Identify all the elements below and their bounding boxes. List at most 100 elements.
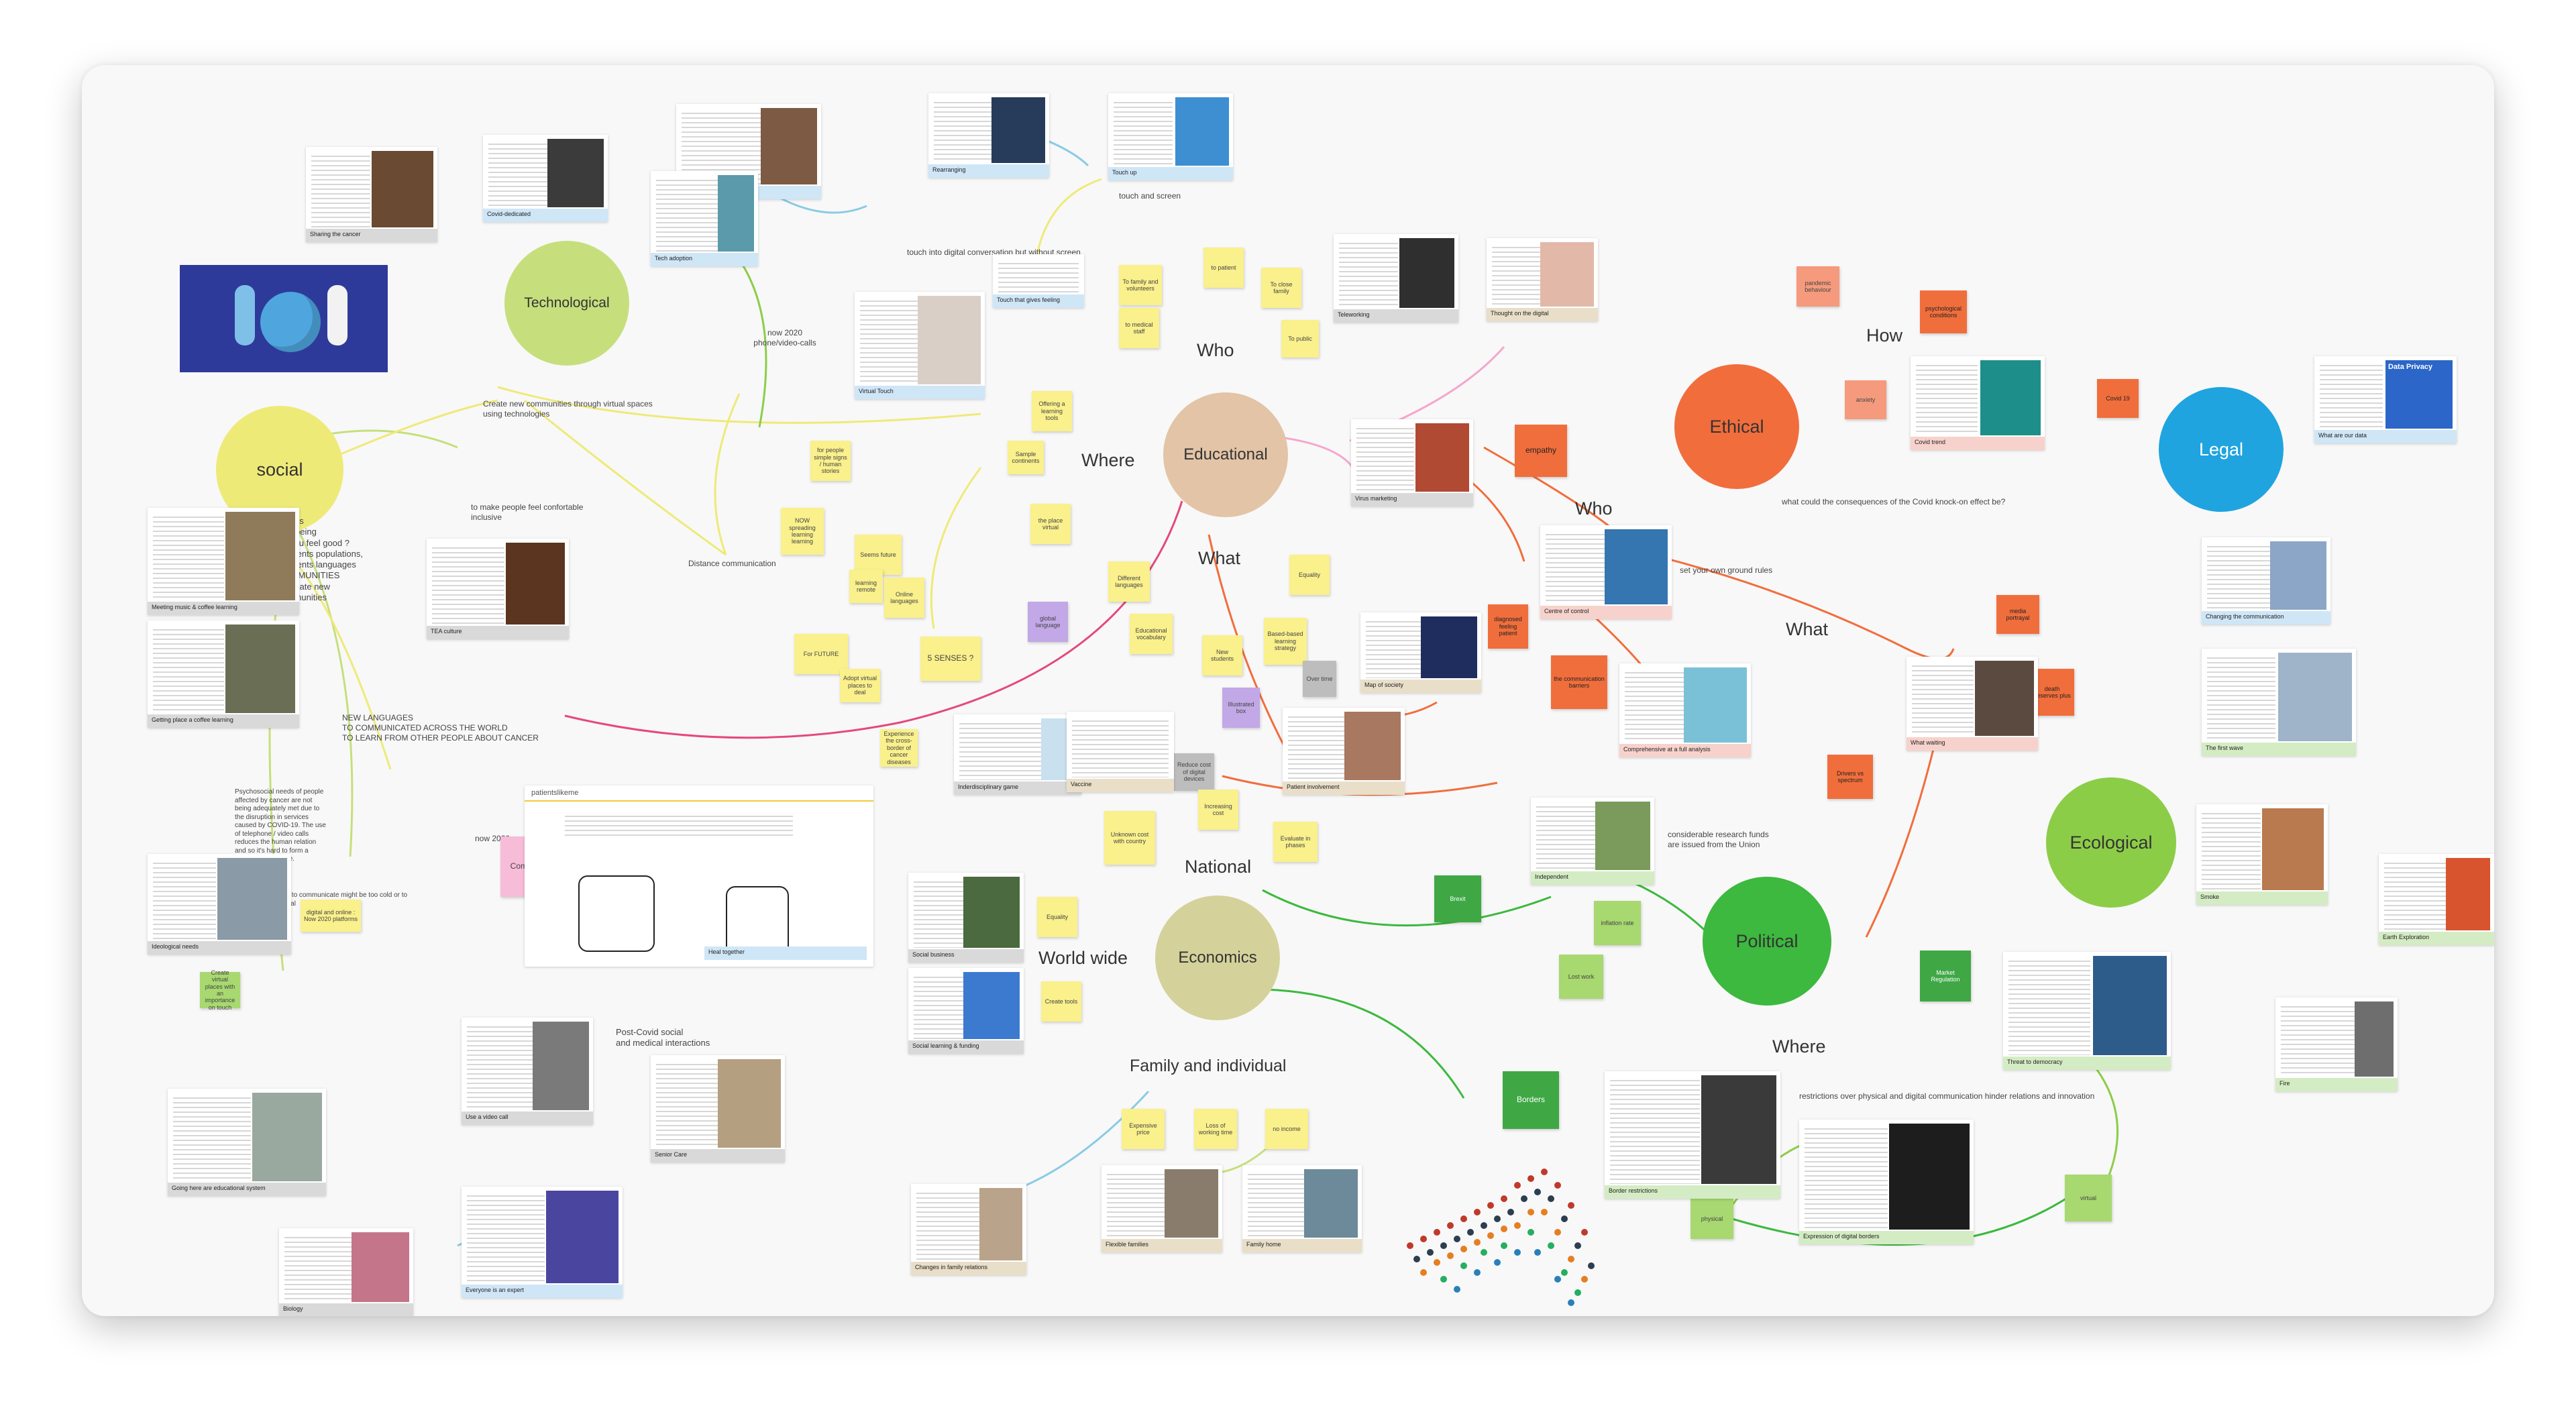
sticky-virtual-place[interactable]: the place virtual <box>1030 504 1071 544</box>
economics-node[interactable]: Economics <box>1155 896 1280 1020</box>
card-coffee-learning[interactable]: Getting place a coffee learning <box>148 620 299 728</box>
sticky-no-income[interactable]: no income <box>1265 1109 1308 1149</box>
card-blogs[interactable]: Thought on the digital <box>1487 238 1598 321</box>
sticky-offering[interactable]: Offering a learning tools <box>1032 391 1072 431</box>
card-vaccine[interactable]: Vaccine <box>1067 712 1174 792</box>
sticky-based-development[interactable]: Based-based learning strategy <box>1264 618 1307 665</box>
sticky-virtual[interactable]: virtual <box>2065 1175 2112 1222</box>
card-social-learning[interactable]: Social learning & funding <box>908 968 1024 1054</box>
sticky-experience[interactable]: Experience the cross-border of cancer di… <box>880 729 918 767</box>
card-comprehensive[interactable]: Comprehensive at a full analysis <box>1619 663 1751 757</box>
card-tech-adoption[interactable]: Tech adoption <box>651 171 758 266</box>
legal-node[interactable]: Legal <box>2159 387 2284 512</box>
sticky-expensive[interactable]: Expensive price <box>1122 1109 1165 1149</box>
sticky-evaluate[interactable]: Evaluate in phases <box>1273 822 1318 862</box>
sticky-digital-online[interactable]: digital and online : Now 2020 platforms <box>301 900 361 932</box>
card-hospital-new[interactable]: The first wave <box>2202 649 2356 756</box>
sticky-to-medical[interactable]: to medical staff <box>1119 308 1159 348</box>
card-haptic[interactable]: Touch that gives feeling <box>993 254 1084 308</box>
sticky-5-senses[interactable]: 5 SENSES ? <box>920 637 981 681</box>
sticky-create-tools[interactable]: Create tools <box>1041 981 1081 1022</box>
sticky-lost-work[interactable]: Lost work <box>1559 955 1603 999</box>
card-flex-family[interactable]: Flexible families <box>1102 1165 1222 1252</box>
card-tablet[interactable]: Use a video call <box>462 1018 593 1125</box>
card-threat-democracy[interactable]: Threat to democracy <box>2003 952 2171 1070</box>
sticky-adopt[interactable]: Adopt virtual places to deal <box>840 669 880 702</box>
card-independent[interactable]: Independent <box>1531 798 1654 885</box>
sticky-future-new[interactable]: for people simple signs / human stories <box>810 441 851 481</box>
sticky-drivers[interactable]: Drivers vs spectrum <box>1827 755 1873 799</box>
card-teleworking[interactable]: Teleworking <box>1334 234 1458 323</box>
sticky-increasing-cost[interactable]: Increasing cost <box>1198 790 1238 830</box>
card-biology[interactable]: Biology <box>279 1228 413 1316</box>
card-centre-control[interactable]: Centre of control <box>1540 525 1672 619</box>
card-changes-family[interactable]: Changes in family relations <box>911 1184 1026 1275</box>
card-virtual-touch[interactable]: Virtual Touch <box>855 292 985 399</box>
card-fire[interactable]: Fire <box>2275 997 2398 1091</box>
card-smoke[interactable]: Smoke <box>2196 804 2328 905</box>
ethical-node[interactable]: Ethical <box>1674 364 1799 489</box>
sticky-equity[interactable]: Equality <box>1289 555 1330 595</box>
card-touch-up[interactable]: Touch up <box>1108 93 1233 180</box>
sticky-covid19[interactable]: Covid 19 <box>2097 379 2139 418</box>
card-sharing-cancer[interactable]: Sharing the cancer <box>306 147 437 242</box>
card-what-waiting[interactable]: What waiting <box>1907 657 2038 751</box>
sticky-communication-barriers[interactable]: the communication barriers <box>1551 655 1607 709</box>
card-senior[interactable]: Senior Care <box>651 1055 785 1162</box>
political-node[interactable]: Political <box>1703 877 1831 1006</box>
sticky-global-language[interactable]: global language <box>1028 602 1068 642</box>
sticky-psychological[interactable]: psychological conditions <box>1920 290 1967 333</box>
card-meeting-coffee[interactable]: Meeting music & coffee learning <box>148 508 299 615</box>
sticky-physical[interactable]: physical <box>1690 1199 1733 1239</box>
sticky-now-2020[interactable]: NOW spreading learning learning <box>781 508 824 555</box>
card-patients-hospital[interactable]: Patient involvement <box>1283 708 1405 795</box>
sticky-anxiety[interactable]: anxiety <box>1845 380 1886 419</box>
sticky-diagnosed[interactable]: diagnosed feeling patient <box>1488 604 1528 649</box>
sticky-to-patient[interactable]: to patient <box>1203 248 1244 288</box>
card-covid-dedicated[interactable]: Covid-dedicated <box>483 135 608 222</box>
sticky-loss-work[interactable]: Loss of working time <box>1194 1109 1237 1149</box>
sticky-for-future[interactable]: For FUTURE <box>794 634 848 674</box>
sticky-to-close-family[interactable]: To close family <box>1261 268 1301 308</box>
sticky-seems-future[interactable]: Seems future <box>855 535 902 575</box>
sticky-unknown-cost[interactable]: Unknown cost with country <box>1104 811 1155 865</box>
sticky-inflation[interactable]: inflation rate <box>1594 901 1641 945</box>
educational-node[interactable]: Educational <box>1163 392 1288 517</box>
card-patientslikeme[interactable]: patientslikeme Heal together <box>525 786 873 967</box>
sticky-create-virtual[interactable]: Create virtual places with an importance… <box>200 969 240 1011</box>
card-expression-digital[interactable]: Expression of digital borders <box>1799 1120 1974 1244</box>
card-ideological[interactable]: Ideological needs <box>148 854 291 955</box>
card-family-home[interactable]: Family home <box>1242 1165 1362 1252</box>
card-earth[interactable]: Earth Exploration <box>2379 854 2494 945</box>
sticky-market-regulation[interactable]: Market Regulation <box>1920 951 1971 1001</box>
card-everyone-expert[interactable]: Everyone is an expert <box>462 1187 623 1298</box>
sticky-educational-vocabulary[interactable]: Educational vocabulary <box>1130 614 1173 654</box>
card-border-restrictions[interactable]: Border restrictions <box>1605 1071 1780 1199</box>
sticky-to-public[interactable]: To public <box>1281 320 1319 358</box>
card-mapping[interactable]: Map of society <box>1360 612 1481 693</box>
whiteboard-canvas[interactable]: social Technological Educational Economi… <box>82 65 2494 1316</box>
sticky-empathy[interactable]: empathy <box>1515 425 1567 477</box>
card-changing-comm[interactable]: Changing the communication <box>2202 537 2330 625</box>
sticky-remote[interactable]: learning remote <box>849 570 883 603</box>
sticky-over-time[interactable]: Over time <box>1303 661 1336 697</box>
ecological-node[interactable]: Ecological <box>2046 777 2176 908</box>
card-social-business[interactable]: Social business <box>908 873 1024 963</box>
technological-node[interactable]: Technological <box>504 241 629 366</box>
card-tea-culture[interactable]: TEA culture <box>427 539 569 639</box>
card-covid-trend[interactable]: Covid trend <box>1911 356 2045 450</box>
sticky-media[interactable]: media portrayal <box>1996 595 2039 634</box>
sticky-reduce-cost[interactable]: Reduce cost of digital devices <box>1174 753 1214 791</box>
sticky-borders[interactable]: Borders <box>1503 1071 1559 1129</box>
card-mobile[interactable]: Rearranging <box>928 93 1049 178</box>
sticky-illustrated[interactable]: Illustrated box <box>1222 688 1260 728</box>
sticky-different-languages[interactable]: Different languages <box>1108 561 1150 602</box>
sticky-new-students[interactable]: New students <box>1202 635 1242 675</box>
sticky-pandemic[interactable]: pandemic behaviour <box>1796 266 1839 307</box>
sticky-online-languages[interactable]: Online languages <box>884 578 924 618</box>
sticky-brexit[interactable]: Brexit <box>1434 875 1481 922</box>
sticky-to-family-volunteers[interactable]: To family and volunteers <box>1119 265 1162 305</box>
sticky-market-sticky[interactable]: Equality <box>1037 897 1077 937</box>
card-going-real[interactable]: Going here are educational system <box>168 1089 326 1196</box>
